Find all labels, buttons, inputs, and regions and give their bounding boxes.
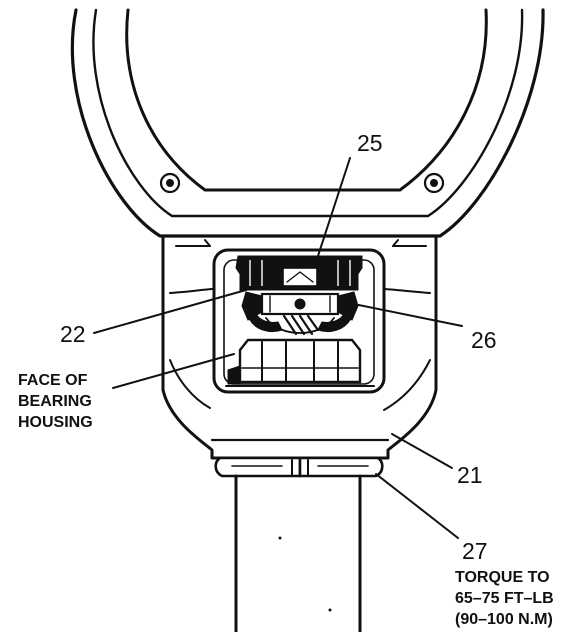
leader-22 (93, 289, 247, 334)
callout-25: 25 (357, 130, 383, 156)
left-bolt-icon (159, 172, 181, 194)
bearing-cup-housing-face (225, 338, 375, 387)
torque-label-line-2: 65–75 FT–LB (455, 590, 554, 607)
callout-26: 26 (471, 327, 497, 353)
leader-25 (315, 157, 351, 263)
right-bolt-icon (423, 172, 445, 194)
leader-27 (375, 473, 459, 539)
leader-lines (93, 157, 463, 539)
torque-spec-label: TORQUE TO 65–75 FT–LB (90–100 N.M) (455, 569, 554, 628)
face-label-line-1: FACE OF (18, 372, 88, 389)
upper-housing-loop (70, 8, 545, 238)
face-label-line-3: HOUSING (18, 414, 93, 431)
callout-27: 27 (462, 538, 488, 564)
callout-22: 22 (60, 321, 86, 347)
axle-shaft (234, 474, 362, 632)
leader-21 (391, 433, 453, 469)
face-of-bearing-housing-label: FACE OF BEARING HOUSING (18, 372, 93, 431)
threaded-collar-part-27 (214, 456, 384, 478)
leader-26 (343, 301, 463, 327)
leader-face (112, 353, 235, 389)
retaining-nut-part-25 (235, 255, 363, 291)
torque-label-line-3: (90–100 N.M) (455, 611, 553, 628)
face-label-line-2: BEARING (18, 393, 92, 410)
lock-washer-part-22 (260, 292, 340, 316)
callout-21: 21 (457, 462, 483, 488)
torque-label-line-1: TORQUE TO (455, 569, 550, 586)
bearing-rollers-part-26 (241, 291, 359, 336)
